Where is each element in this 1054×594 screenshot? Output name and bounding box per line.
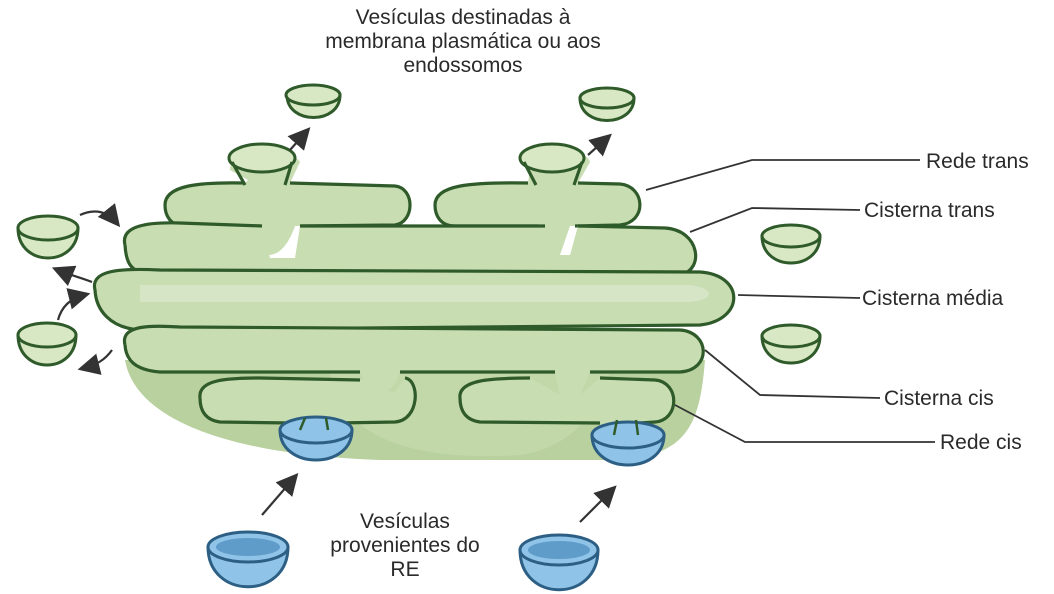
leader-cisterna-media — [738, 295, 860, 298]
top-caption-line2: membrana plasmática ou aos — [288, 30, 638, 54]
vesicle-from-re-left — [208, 532, 288, 587]
label-rede-trans: Rede trans — [926, 150, 1029, 174]
label-cisterna-cis: Cisterna cis — [884, 387, 994, 411]
vesicle-fusing-right — [592, 420, 664, 465]
arrow-bottom-right — [580, 490, 612, 522]
label-cisterna-trans: Cisterna trans — [864, 199, 995, 223]
arrow-left-1 — [80, 211, 116, 222]
arrow-left-3 — [58, 295, 84, 320]
arrow-left-2 — [58, 270, 92, 282]
bottom-caption-line3: RE — [310, 558, 500, 582]
vesicle-right-upper — [762, 225, 820, 263]
vesicle-left-lower — [18, 323, 76, 365]
vesicle-left-upper — [18, 216, 78, 258]
vesicle-from-re-right — [520, 535, 598, 590]
cisterna-trans — [124, 223, 695, 275]
top-caption-line3: endossomos — [288, 54, 638, 78]
label-cisterna-media: Cisterna média — [862, 287, 1003, 311]
arrow-left-4 — [84, 350, 112, 368]
arrow-bottom-left — [262, 478, 294, 515]
cisterna-media — [94, 269, 733, 330]
vesicle-top-right — [580, 88, 634, 121]
leader-rede-trans — [646, 160, 920, 190]
label-rede-cis: Rede cis — [940, 431, 1022, 455]
top-caption-line1: Vesículas destinadas à — [288, 6, 638, 30]
top-caption: Vesículas destinadas à membrana plasmáti… — [288, 6, 638, 78]
bottom-caption-line1: Vesículas — [310, 510, 500, 534]
bottom-caption-line2: provenientes do — [310, 534, 500, 558]
arrow-top-left — [290, 132, 306, 150]
vesicle-top-left — [286, 85, 340, 118]
arrow-top-right — [588, 138, 607, 155]
bottom-caption: Vesículas provenientes do RE — [310, 510, 500, 582]
vesicle-fusing-left — [280, 417, 352, 460]
vesicle-right-lower — [762, 325, 820, 363]
